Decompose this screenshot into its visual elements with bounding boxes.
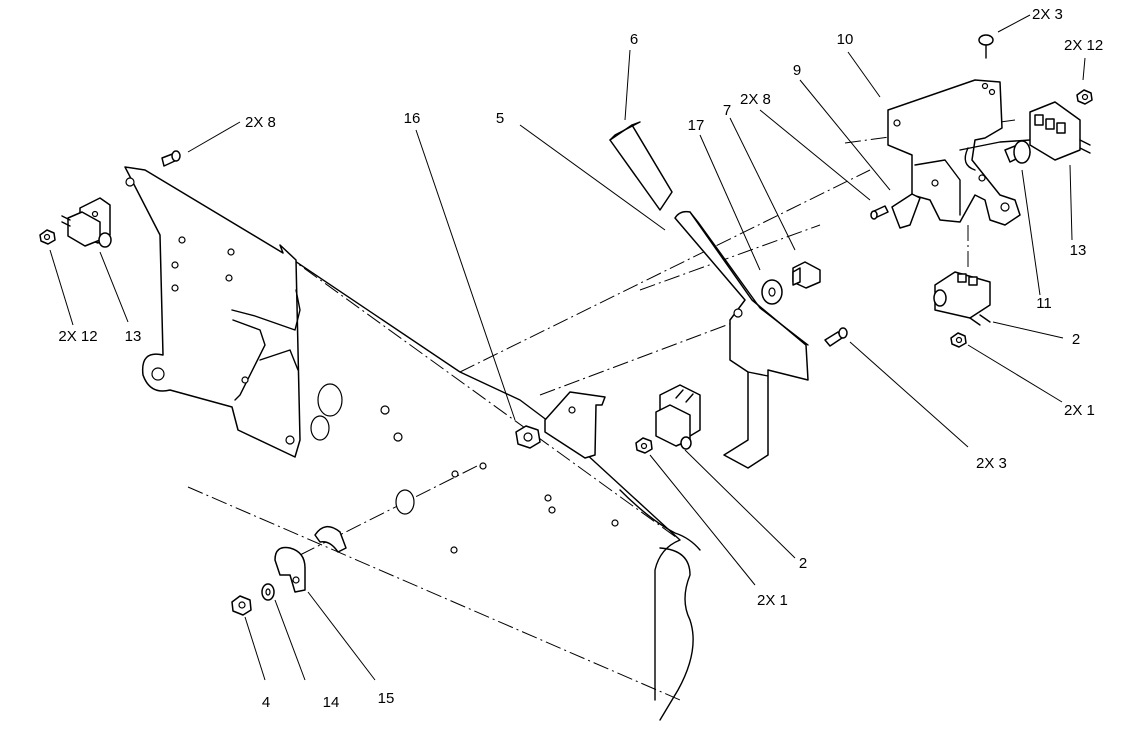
callout-5: 5: [496, 110, 504, 127]
clamp-nut: [231, 595, 252, 616]
upper-bracket: [887, 79, 1031, 226]
center-nut: [515, 425, 541, 449]
clip-screw: [870, 205, 889, 220]
leader-lines: [49, 14, 1086, 681]
callout-4: 4: [262, 694, 270, 711]
washer: [761, 279, 783, 305]
callout-2-center: 2: [799, 555, 807, 572]
right-bolt: [1004, 140, 1031, 164]
callout-10: 10: [837, 31, 854, 48]
callout-2x1-right: 2X 1: [1064, 402, 1095, 419]
left-mounting-plate: [124, 166, 301, 458]
right-nut-upper: [1076, 89, 1093, 105]
callout-15: 15: [378, 690, 395, 707]
lever-screw: [824, 327, 848, 347]
right-switch-upper: [1029, 101, 1091, 161]
callout-2x3-right: 2X 3: [976, 455, 1007, 472]
callout-2-right: 2: [1072, 331, 1080, 348]
cable-clamp: [274, 546, 306, 593]
clamp-washer: [261, 583, 275, 601]
callout-2x1-center: 2X 1: [757, 592, 788, 609]
callout-9: 9: [793, 62, 801, 79]
callout-2x12-top: 2X 12: [1064, 37, 1103, 54]
shift-lever: [674, 210, 809, 469]
callout-17: 17: [688, 117, 705, 134]
lever-knob: [609, 121, 673, 211]
left-nut: [39, 229, 56, 245]
callout-16: 16: [404, 110, 421, 127]
left-switch: [61, 197, 112, 248]
shoulder-bolt: [792, 261, 821, 289]
right-nut-lower: [950, 332, 967, 348]
center-switch: [655, 384, 701, 450]
callout-13-left: 13: [125, 328, 142, 345]
callout-2x3-top: 2X 3: [1032, 6, 1063, 23]
callout-13-right: 13: [1070, 242, 1087, 259]
callout-7: 7: [723, 102, 731, 119]
center-nut-small: [635, 437, 653, 454]
side-panel: [282, 252, 701, 721]
right-switch-lower: [933, 271, 991, 326]
center-bracket: [544, 391, 606, 459]
callout-2x8-mid: 2X 8: [740, 91, 771, 108]
callout-11: 11: [1036, 295, 1052, 312]
callout-labels: 6 10 2X 3 2X 12 9 2X 8 7 17 5 16 2X 8 2X…: [58, 6, 1103, 711]
top-screw: [978, 34, 994, 59]
callout-14: 14: [323, 694, 340, 711]
left-screw: [161, 150, 181, 167]
callout-2x8-left: 2X 8: [245, 114, 276, 131]
callout-6: 6: [630, 31, 638, 48]
centerlines: [187, 119, 1016, 701]
cable-clip: [314, 526, 347, 553]
switch-clip: [891, 193, 921, 229]
callout-2x12-left: 2X 12: [58, 328, 97, 345]
